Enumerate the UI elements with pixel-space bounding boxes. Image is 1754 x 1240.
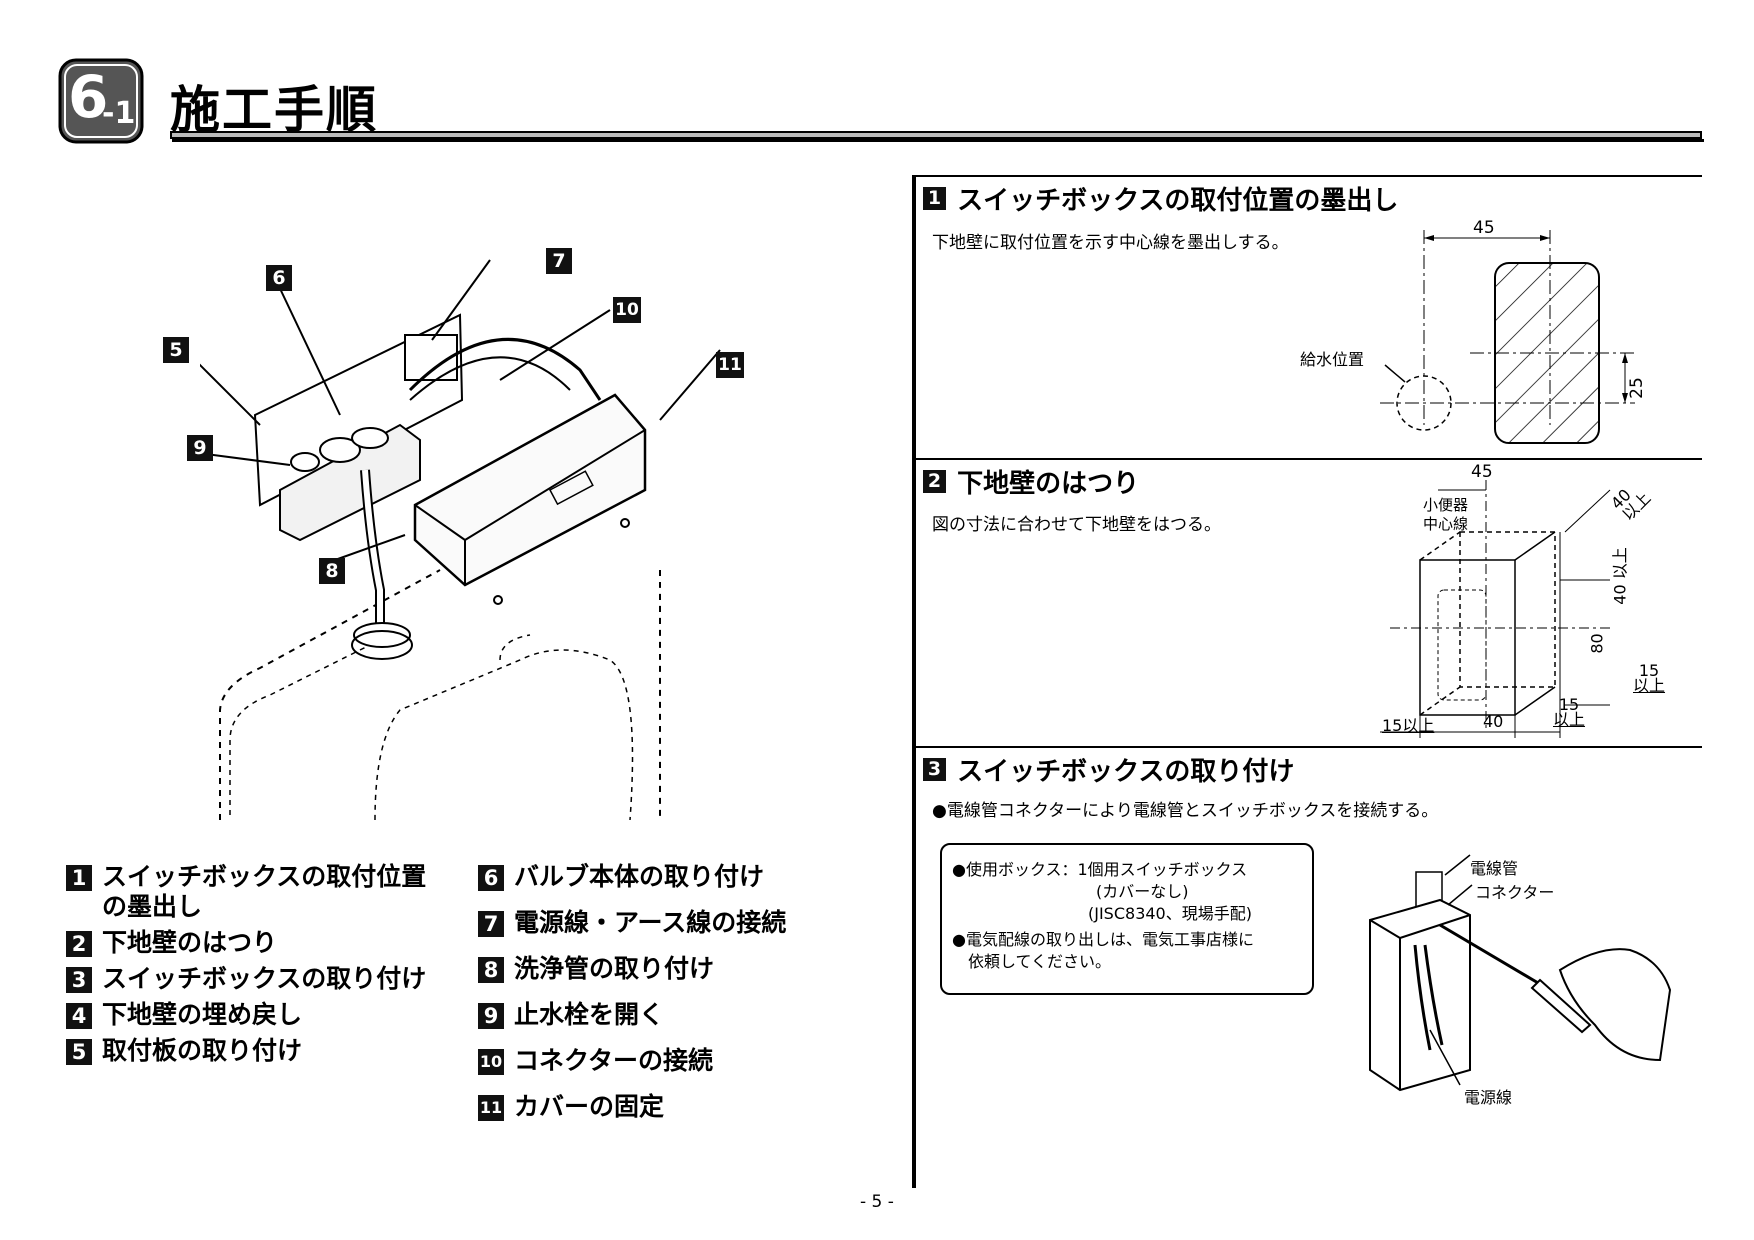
section2-dim-15-left: 15以上 (1382, 716, 1435, 735)
section-number: 2 (923, 470, 946, 493)
section-badge: 6 -1 (58, 58, 144, 144)
callout-11: 11 (716, 352, 744, 378)
step-label: カバーの固定 (514, 1092, 665, 1121)
badge-main-number: 6 (68, 63, 109, 131)
step-number: 7 (478, 911, 504, 937)
step-number: 4 (66, 1003, 92, 1029)
callout-7: 7 (546, 248, 572, 274)
section1-rule (912, 175, 1702, 177)
page-title: 施工手順 (170, 81, 378, 139)
step-label: スイッチボックスの取り付け (102, 964, 427, 993)
page-number: - 5 - (860, 1192, 894, 1212)
section-title: スイッチボックスの取付位置の墨出し (957, 186, 1399, 216)
step-number: 6 (478, 865, 504, 891)
section-title: スイッチボックスの取り付け (957, 757, 1295, 787)
callout-8: 8 (319, 558, 345, 584)
callout-5: 5 (163, 337, 189, 363)
section2-dim-80: 80 (1587, 633, 1607, 654)
section3-note-box: ●使用ボックス：1個用スイッチボックス (カバーなし) (JISC8340、現場… (940, 843, 1314, 995)
section2-center-label-2: 中心線 (1423, 515, 1469, 533)
note-line-1: ●使用ボックス：1個用スイッチボックス (952, 860, 1248, 879)
section-title: 下地壁のはつり (957, 469, 1140, 499)
step-number: 11 (478, 1095, 504, 1121)
section2-text: 図の寸法に合わせて下地壁をはつる。 (932, 515, 1221, 535)
step-item-1-cont: の墨出し (66, 892, 426, 922)
step-label: スイッチボックスの取付位置 (102, 862, 427, 891)
switch-box-illustration (1369, 854, 1672, 1092)
step-number: 9 (478, 1003, 504, 1029)
label-power-wire: 電源線 (1464, 1088, 1513, 1107)
note-line-4: ●電気配線の取り出しは、電気工事店様に (952, 930, 1254, 949)
step-number: 1 (66, 865, 92, 891)
step-label: 下地壁の埋め戻し (102, 1000, 303, 1029)
step-item-8: 8 洗浄管の取り付け (478, 954, 786, 984)
section-number: 1 (923, 187, 946, 210)
section2-center-label-1: 小便器 (1423, 496, 1469, 514)
callout-6: 6 (266, 265, 292, 291)
badge-shape (58, 58, 144, 144)
label-conduit: 電線管 (1470, 859, 1519, 878)
step-number: 5 (66, 1039, 92, 1065)
section2-heading: 2 下地壁のはつり (923, 463, 1139, 500)
section3-text: ●電線管コネクターにより電線管とスイッチボックスを接続する。 (932, 801, 1439, 821)
title-rule-shadow (172, 139, 1704, 142)
section1-text: 下地壁に取付位置を示す中心線を墨出しする。 (932, 233, 1289, 253)
step-item-3: 3 スイッチボックスの取り付け (66, 964, 426, 994)
assembly-illustration (200, 259, 721, 820)
section2-dim-45: 45 (1471, 462, 1493, 482)
note-line-3: (JISC8340、現場手配) (1088, 904, 1252, 923)
step-label: 電源線・アース線の接続 (514, 908, 787, 937)
note-line-5: 依頼してください。 (968, 952, 1112, 971)
step-label: コネクターの接続 (514, 1046, 714, 1075)
step-label: 下地壁のはつり (102, 928, 278, 957)
section2-dim-40-right: 40 以上 (1610, 547, 1630, 605)
step-item-5: 5 取付板の取り付け (66, 1036, 426, 1066)
section3-heading: 3 スイッチボックスの取り付け (923, 751, 1294, 788)
section3-rule (912, 746, 1702, 748)
section1-heading: 1 スイッチボックスの取付位置の墨出し (923, 180, 1398, 217)
step-item-2: 2 下地壁のはつり (66, 928, 426, 958)
step-number: 2 (66, 931, 92, 957)
right-column-rule (912, 176, 916, 1188)
title-rule (170, 131, 1702, 139)
step-list-right: 6 バルブ本体の取り付け 7 電源線・アース線の接続 8 洗浄管の取り付け 9 止水栓を… (478, 862, 786, 1122)
step-item-6: 6 バルブ本体の取り付け (478, 862, 786, 892)
step-item-7: 7 電源線・アース線の接続 (478, 908, 786, 938)
step-label: 止水栓を開く (514, 1000, 665, 1029)
step-label: 取付板の取り付け (102, 1036, 303, 1065)
note-line-2: (カバーなし) (1096, 882, 1189, 901)
step-number: 10 (478, 1049, 504, 1075)
step-label: 洗浄管の取り付け (514, 954, 715, 983)
section2-dim-40-bottom: 40 (1483, 712, 1504, 731)
section1-diagram (1380, 230, 1635, 444)
section1-water-label: 給水位置 (1300, 350, 1365, 369)
step-number: 3 (66, 967, 92, 993)
section1-dim-25: 25 (1626, 377, 1647, 399)
label-connector: コネクター (1475, 883, 1555, 902)
step-item-1: 1 スイッチボックスの取付位置 (66, 862, 426, 892)
step-label: バルブ本体の取り付け (514, 862, 765, 891)
badge-sub-number: -1 (102, 96, 136, 131)
section2-diagram (1380, 480, 1611, 738)
step-number: 8 (478, 957, 504, 983)
step-label-cont: の墨出し (102, 892, 203, 921)
step-list-left: 1 スイッチボックスの取付位置 の墨出し 2 下地壁のはつり 3 スイッチボックスの取… (66, 862, 426, 1066)
step-item-11: 11 カバーの固定 (478, 1092, 786, 1122)
step-item-10: 10 コネクターの接続 (478, 1046, 786, 1076)
section-number: 3 (923, 758, 946, 781)
section2-rule (912, 458, 1702, 460)
step-item-9: 9 止水栓を開く (478, 1000, 786, 1030)
section1-dim-45: 45 (1473, 218, 1495, 238)
step-item-4: 4 下地壁の埋め戻し (66, 1000, 426, 1030)
callout-10: 10 (613, 297, 641, 323)
callout-9: 9 (187, 435, 213, 461)
